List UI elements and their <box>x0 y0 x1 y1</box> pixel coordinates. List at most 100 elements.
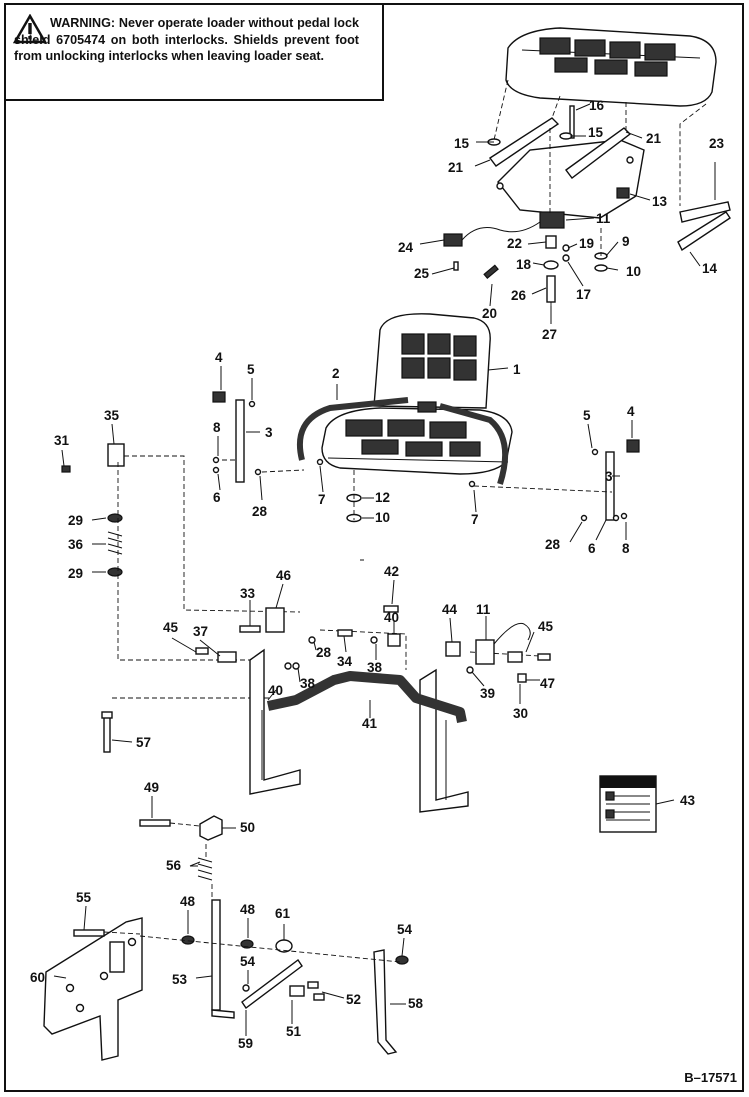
callout: 59 <box>238 1036 253 1051</box>
callout: 10 <box>375 510 390 525</box>
callout: 28 <box>545 537 561 552</box>
callout: 19 <box>579 236 594 251</box>
callout: 16 <box>589 98 605 113</box>
seat-bar-hardware <box>101 605 551 753</box>
callout: 33 <box>240 586 256 601</box>
callout: 7 <box>318 492 326 507</box>
callout: 41 <box>362 716 378 731</box>
callouts: 1 2 3 3 4 4 5 5 6 6 7 7 8 8 9 10 10 11 1… <box>30 98 725 1051</box>
callout: 45 <box>163 620 179 635</box>
top-dashed-guides <box>493 79 707 320</box>
callout: 46 <box>276 568 292 583</box>
callout: 8 <box>622 541 630 556</box>
callout: 11 <box>596 211 611 226</box>
callout: 61 <box>275 906 291 921</box>
callout: 15 <box>588 125 604 140</box>
pedal-lock-linkage <box>139 815 409 1055</box>
retainer-plates <box>677 201 731 252</box>
callout: 29 <box>68 513 83 528</box>
lever-spring-parts <box>61 443 125 577</box>
callout: 38 <box>300 676 316 691</box>
callout: 52 <box>346 992 361 1007</box>
callout: 4 <box>215 350 223 365</box>
callout: 9 <box>622 234 630 249</box>
callout: 12 <box>375 490 390 505</box>
callout: 35 <box>104 408 120 423</box>
callout: 17 <box>576 287 591 302</box>
callout: 42 <box>384 564 399 579</box>
warning-body: Never operate loader without pedal lock … <box>14 16 359 63</box>
callout: 28 <box>252 504 268 519</box>
callout: 21 <box>646 131 662 146</box>
callout: 5 <box>247 362 255 377</box>
seat-assembly <box>321 313 513 475</box>
callout: 47 <box>540 676 555 691</box>
seat-mounting-plate <box>496 139 645 219</box>
callout: 45 <box>538 619 554 634</box>
document-code: B–17571 <box>684 1070 737 1085</box>
callout: 39 <box>480 686 495 701</box>
callout: 4 <box>627 404 635 419</box>
callout: 50 <box>240 820 255 835</box>
middle-dashed-guides <box>112 455 613 699</box>
callout: 56 <box>166 858 182 873</box>
callout: 48 <box>180 894 196 909</box>
callout: 37 <box>193 624 208 639</box>
callout: 2 <box>332 366 340 381</box>
callout: 13 <box>652 194 668 209</box>
callout: 22 <box>507 236 522 251</box>
callout: 43 <box>680 793 696 808</box>
callout: 51 <box>286 1024 302 1039</box>
callout: 3 <box>605 469 613 484</box>
callout: 44 <box>442 602 458 617</box>
leader-lines <box>53 103 716 1036</box>
callout: 10 <box>626 264 641 279</box>
mounting-plate-60 <box>43 917 143 1061</box>
callout: 36 <box>68 537 84 552</box>
warning-text: WARNING: Never operate loader without pe… <box>14 15 359 65</box>
callout: 40 <box>268 683 283 698</box>
callout: 20 <box>482 306 497 321</box>
decal <box>599 775 657 833</box>
callout: 11 <box>476 602 491 617</box>
callout: 31 <box>54 433 70 448</box>
callout: 29 <box>68 566 83 581</box>
callout: 6 <box>213 490 221 505</box>
top-seat-cushion <box>505 27 717 107</box>
callout: 3 <box>265 425 273 440</box>
bottom-dashed-guides <box>103 822 401 963</box>
callout: 18 <box>516 257 532 272</box>
callout: 40 <box>384 610 399 625</box>
callout: 1 <box>513 362 521 377</box>
seat-switch-bracket <box>443 105 630 303</box>
callout: 34 <box>337 654 353 669</box>
callout: 23 <box>709 136 725 151</box>
callout: 30 <box>513 706 528 721</box>
warning-heading: WARNING: <box>50 16 116 30</box>
seat-mount-brackets <box>212 391 640 523</box>
callout: 38 <box>367 660 383 675</box>
callout: 7 <box>471 512 479 527</box>
callout: 28 <box>316 645 332 660</box>
callout: 26 <box>511 288 527 303</box>
callout: 49 <box>144 780 159 795</box>
callout: 5 <box>583 408 591 423</box>
callout: 15 <box>454 136 470 151</box>
callout: 24 <box>398 240 414 255</box>
callout: 25 <box>414 266 430 281</box>
seat-slide-rails <box>488 117 632 179</box>
callout: 27 <box>542 327 557 342</box>
callout: 54 <box>397 922 413 937</box>
callout: 21 <box>448 160 464 175</box>
seat-belt <box>296 397 509 485</box>
callout: 57 <box>136 735 151 750</box>
callout: 55 <box>76 890 92 905</box>
callout: 8 <box>213 420 221 435</box>
callout: 58 <box>408 996 424 1011</box>
callout: 14 <box>702 261 718 276</box>
warning-triangle-icon <box>13 14 47 44</box>
callout: 54 <box>240 954 256 969</box>
callout: 6 <box>588 541 596 556</box>
warning-box: WARNING: Never operate loader without pe… <box>4 3 384 101</box>
